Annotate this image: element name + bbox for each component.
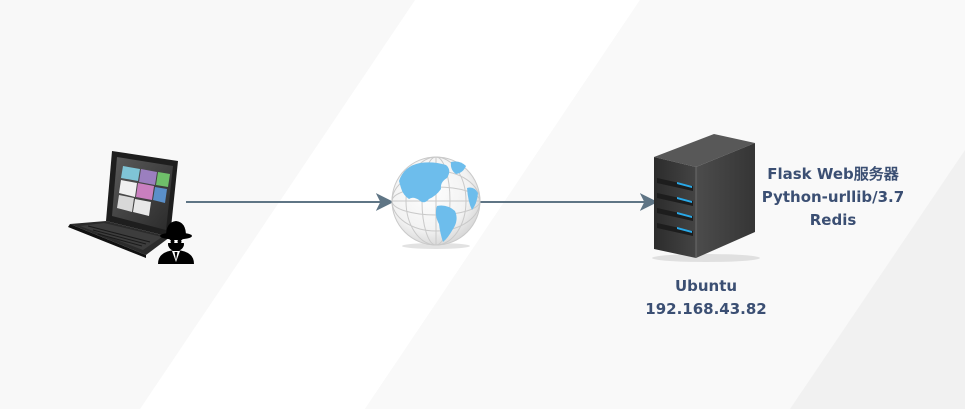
status-led-icon — [677, 182, 692, 188]
service-redis: Redis — [809, 211, 857, 229]
server-icon — [652, 134, 760, 262]
hacker-icon — [158, 221, 194, 264]
globe-icon — [391, 156, 481, 249]
status-led-icon — [677, 197, 692, 203]
status-led-icon — [677, 227, 692, 233]
service-flask: Flask Web服务器 — [767, 165, 899, 183]
server-ip-address: 192.168.43.82 — [645, 300, 767, 318]
background-band — [0, 0, 415, 409]
server-os-name: Ubuntu — [674, 277, 738, 295]
service-python-urllib: Python-urllib/3.7 — [761, 188, 905, 206]
status-led-icon — [677, 212, 692, 218]
laptop-icon — [68, 151, 178, 258]
background-band — [790, 150, 965, 409]
server-host-label: Ubuntu 192.168.43.82 — [606, 275, 806, 321]
server-services-label: Flask Web服务器 Python-urllib/3.7 Redis — [748, 163, 918, 232]
